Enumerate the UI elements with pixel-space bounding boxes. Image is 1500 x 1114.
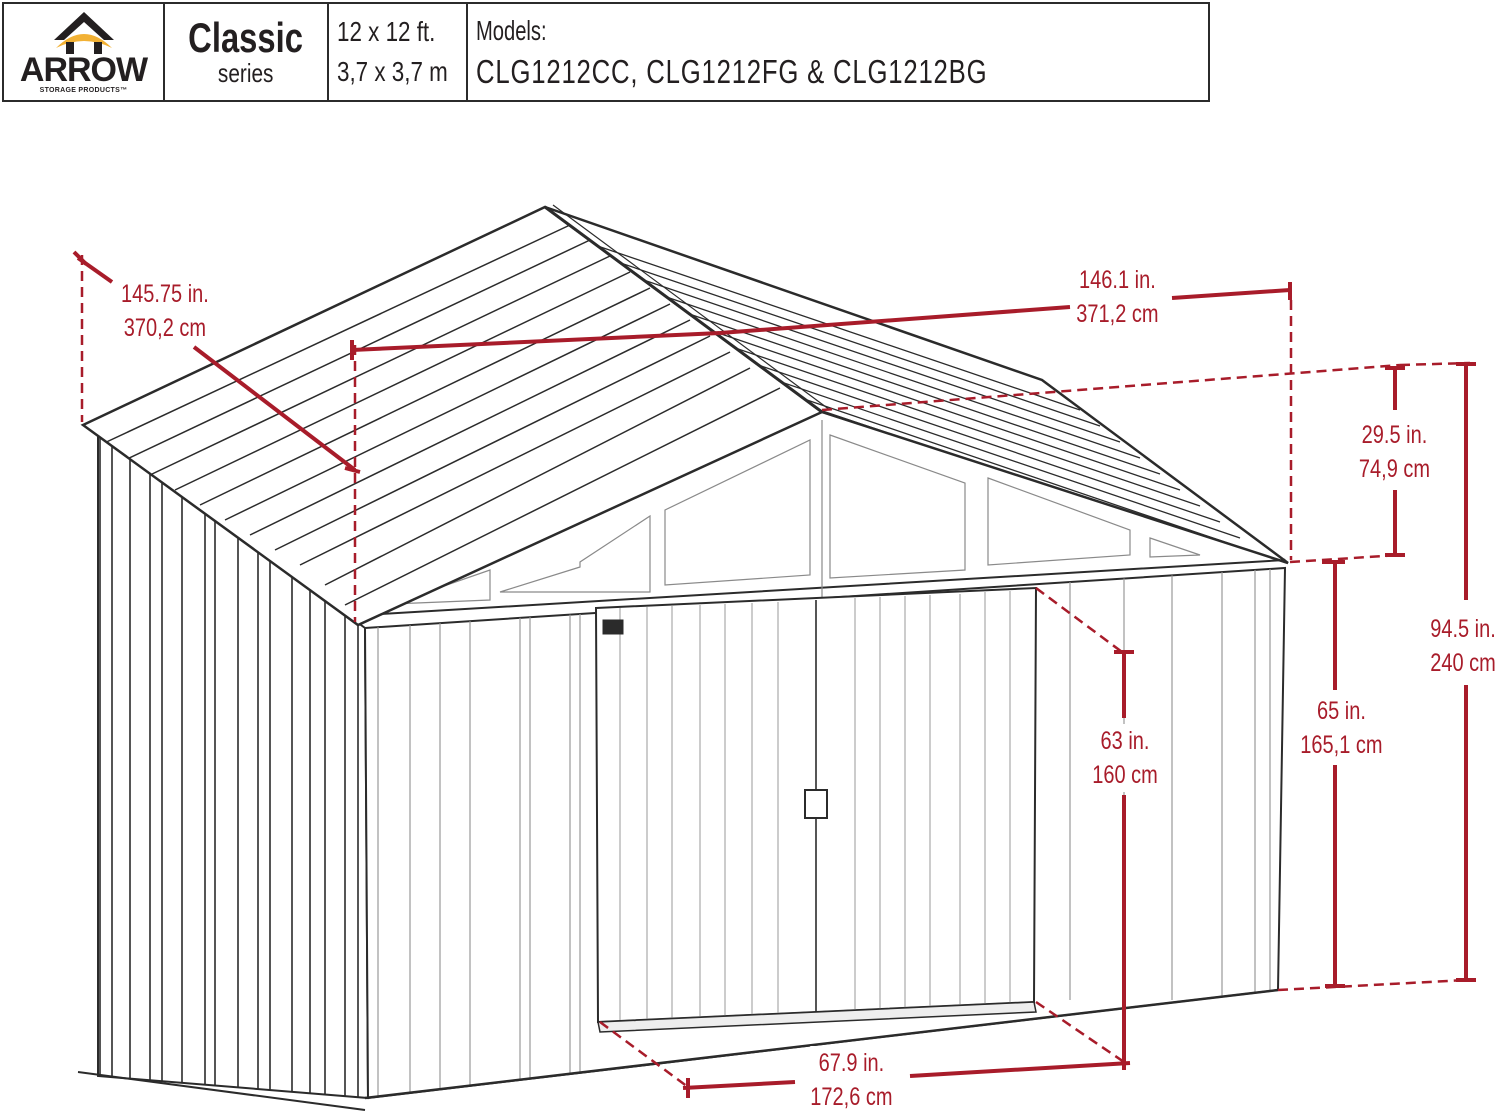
dim-wall-height: 65 in. 165,1 cm [1300, 694, 1383, 762]
dim-door-width-metric: 172,6 cm [810, 1083, 893, 1111]
dim-gable-height: 29.5 in. 74,9 cm [1358, 418, 1431, 486]
dim-roof-width-metric: 371,2 cm [1076, 300, 1159, 328]
series-name: Classic [188, 14, 304, 61]
models-cell: Models: CLG1212CC, CLG1212FG & CLG1212BG [468, 4, 1208, 100]
dim-door-width: 67.9 in. 172,6 cm [810, 1046, 893, 1114]
spec-header: ARROW STORAGE PRODUCTS™ Classic series 1… [2, 2, 1210, 102]
roof [80, 204, 1289, 627]
dim-roof-width-imperial: 146.1 in. [1079, 266, 1156, 294]
dim-wall-height-metric: 165,1 cm [1300, 731, 1383, 759]
dimension-lines [72, 250, 1476, 1098]
series-cell: Classic series [165, 4, 329, 100]
series-subtitle: series [218, 58, 274, 88]
dim-roof-slope-depth-metric: 370,2 cm [123, 314, 207, 342]
dim-door-height-metric: 160 cm [1092, 761, 1158, 789]
brand-name: ARROW [19, 51, 148, 89]
door-handle-icon [804, 789, 828, 819]
house-roof-icon [54, 12, 114, 54]
dim-gable-height-metric: 74,9 cm [1358, 455, 1431, 483]
dim-gable-height-imperial: 29.5 in. [1361, 421, 1428, 449]
size-imperial: 12 x 12 ft. [337, 16, 436, 47]
dim-overall-height-metric: 240 cm [1430, 649, 1496, 677]
brand-logo: ARROW STORAGE PRODUCTS™ [4, 4, 165, 100]
size-cell: 12 x 12 ft. 3,7 x 3,7 m [329, 4, 468, 100]
brand-tagline: STORAGE PRODUCTS™ [39, 87, 128, 94]
side-wall [77, 430, 370, 1111]
dim-wall-height-imperial: 65 in. [1316, 697, 1366, 725]
door-label-icon [602, 619, 624, 635]
dim-overall-height-imperial: 94.5 in. [1430, 615, 1496, 643]
dim-roof-slope-depth-imperial: 145.75 in. [120, 280, 209, 308]
models-label: Models: [476, 15, 547, 46]
dim-roof-slope-depth: 145.75 in. 370,2 cm [120, 277, 209, 345]
front-wall [363, 410, 1287, 1100]
size-metric: 3,7 x 3,7 m [337, 56, 448, 87]
dim-overall-height: 94.5 in. 240 cm [1430, 612, 1496, 680]
dim-roof-width: 146.1 in. 371,2 cm [1076, 263, 1159, 331]
dim-door-height: 63 in. 160 cm [1092, 724, 1158, 792]
dim-door-width-imperial: 67.9 in. [818, 1049, 885, 1077]
models-list: CLG1212CC, CLG1212FG & CLG1212BG [476, 53, 988, 90]
dim-door-height-imperial: 63 in. [1100, 727, 1150, 755]
